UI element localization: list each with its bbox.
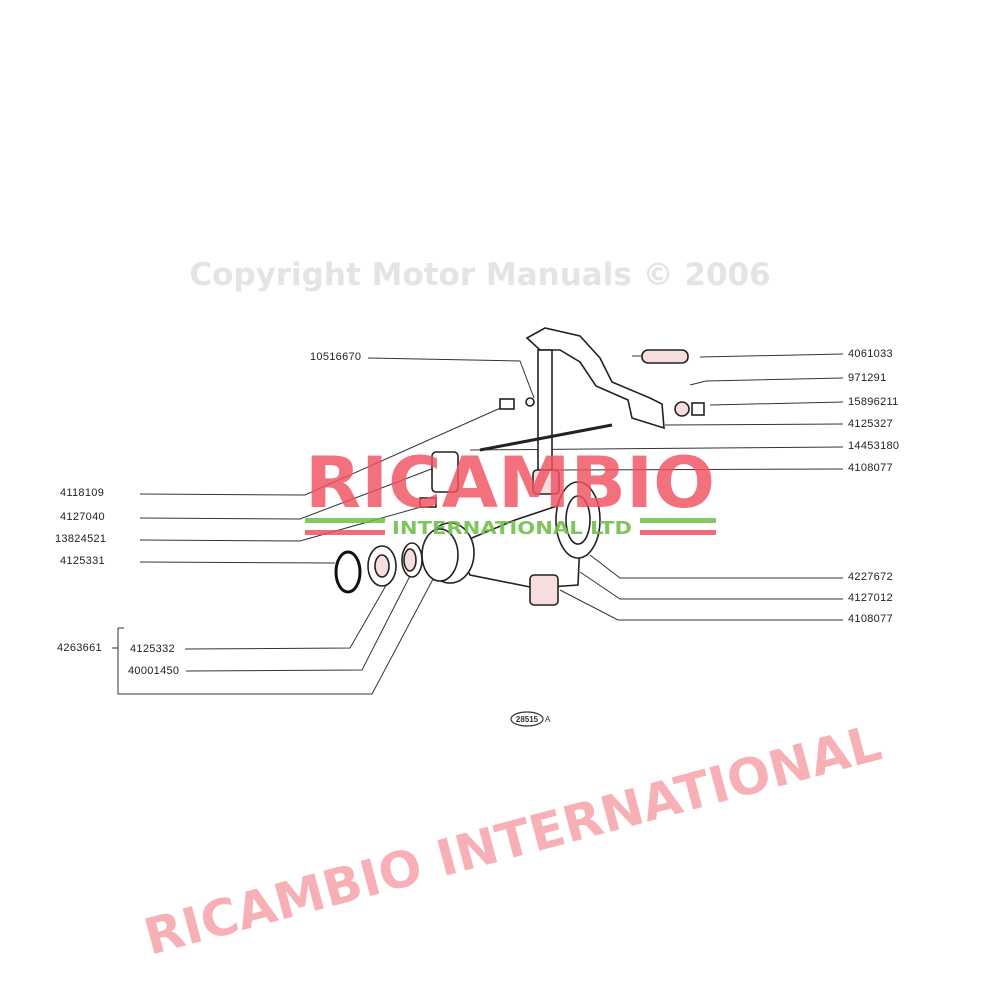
part-label-4061033[interactable]: 4061033 (848, 348, 893, 360)
figure-ref: 28515 (516, 715, 539, 724)
part-label-4125332[interactable]: 4125332 (130, 643, 175, 655)
part-label-14453180[interactable]: 14453180 (848, 440, 899, 452)
leader-lines (112, 353, 844, 695)
diagonal-watermark: RICAMBIO INTERNATIONAL (138, 714, 887, 967)
part-label-4263661[interactable]: 4263661 (57, 642, 102, 654)
part-label-4227672[interactable]: 4227672 (848, 571, 893, 583)
green-stripe-right (640, 518, 716, 523)
brand-sub-watermark: INTERNATIONAL LTD (392, 518, 632, 539)
part-label-4125327[interactable]: 4125327 (848, 418, 893, 430)
part-label-4108077-lower[interactable]: 4108077 (848, 613, 893, 625)
parts-drawing (334, 327, 705, 606)
figure-ref-suffix: A (545, 715, 551, 724)
brand-watermark: RICAMBIO (305, 442, 715, 524)
part-label-4108077[interactable]: 4108077 (848, 462, 893, 474)
copyright-watermark: Copyright Motor Manuals © 2006 (189, 257, 770, 293)
part-label-4127040[interactable]: 4127040 (60, 511, 105, 523)
red-stripe-right (640, 530, 716, 535)
part-label-971291[interactable]: 971291 (848, 372, 887, 384)
part-label-15896211[interactable]: 15896211 (848, 396, 899, 408)
part-label-13824521[interactable]: 13824521 (55, 533, 106, 545)
part-label-4127012[interactable]: 4127012 (848, 592, 893, 604)
part-label-10516670[interactable]: 10516670 (310, 351, 361, 363)
part-label-4118109[interactable]: 4118109 (60, 487, 104, 499)
part-label-40001450[interactable]: 40001450 (128, 665, 179, 677)
figure-ref-oval (510, 711, 544, 727)
part-label-4125331[interactable]: 4125331 (60, 555, 105, 567)
green-stripe-left (305, 518, 385, 523)
red-stripe-left (305, 530, 385, 535)
